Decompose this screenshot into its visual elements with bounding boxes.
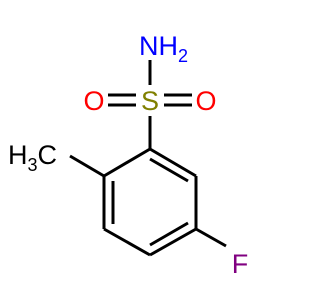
atom-oxygen-right-label: O: [195, 86, 216, 116]
molecule-structure: NH2 S O O H3C F: [8, 31, 249, 279]
atom-oxygen-left-label: O: [83, 86, 104, 116]
bond-ring-c3-c4: [103, 227, 151, 257]
bond-ring-c1-c2: [103, 147, 151, 178]
atom-fluorine-label: F: [232, 249, 249, 279]
bond-methyl: [69, 154, 105, 178]
bond-ring-c4-c5-inner: [149, 221, 189, 247]
bond-ring-c6-c1: [149, 147, 197, 178]
bond-c-f: [195, 227, 227, 248]
bond-ring-c4-c5: [149, 227, 197, 257]
atom-nitrogen-label: NH2: [139, 31, 188, 66]
bond-ring-c6-c1-inner: [149, 157, 189, 183]
atom-sulfur-label: S: [141, 86, 159, 116]
bonds: [69, 60, 227, 257]
atom-methyl-label: H3C: [8, 140, 57, 175]
